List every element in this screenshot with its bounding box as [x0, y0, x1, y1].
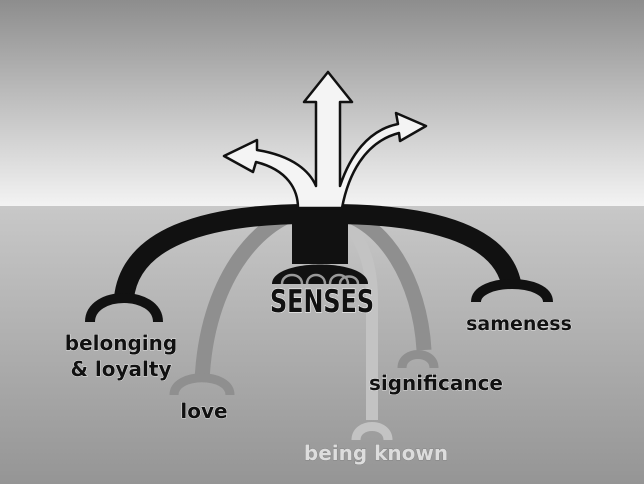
belonging-label-line2: & loyalty [71, 357, 172, 381]
sameness-label: sameness [466, 313, 572, 335]
belonging-label-line1: belonging [65, 331, 177, 355]
belonging-arc [85, 204, 311, 323]
being-known-label: being known [304, 441, 448, 465]
senses-trunk [272, 206, 368, 285]
significance-label: significance [369, 371, 503, 395]
center-label: SENSES [270, 284, 374, 320]
three-way-arrow-icon [222, 70, 428, 210]
sameness-arc [329, 204, 553, 304]
love-label: love [180, 399, 227, 423]
